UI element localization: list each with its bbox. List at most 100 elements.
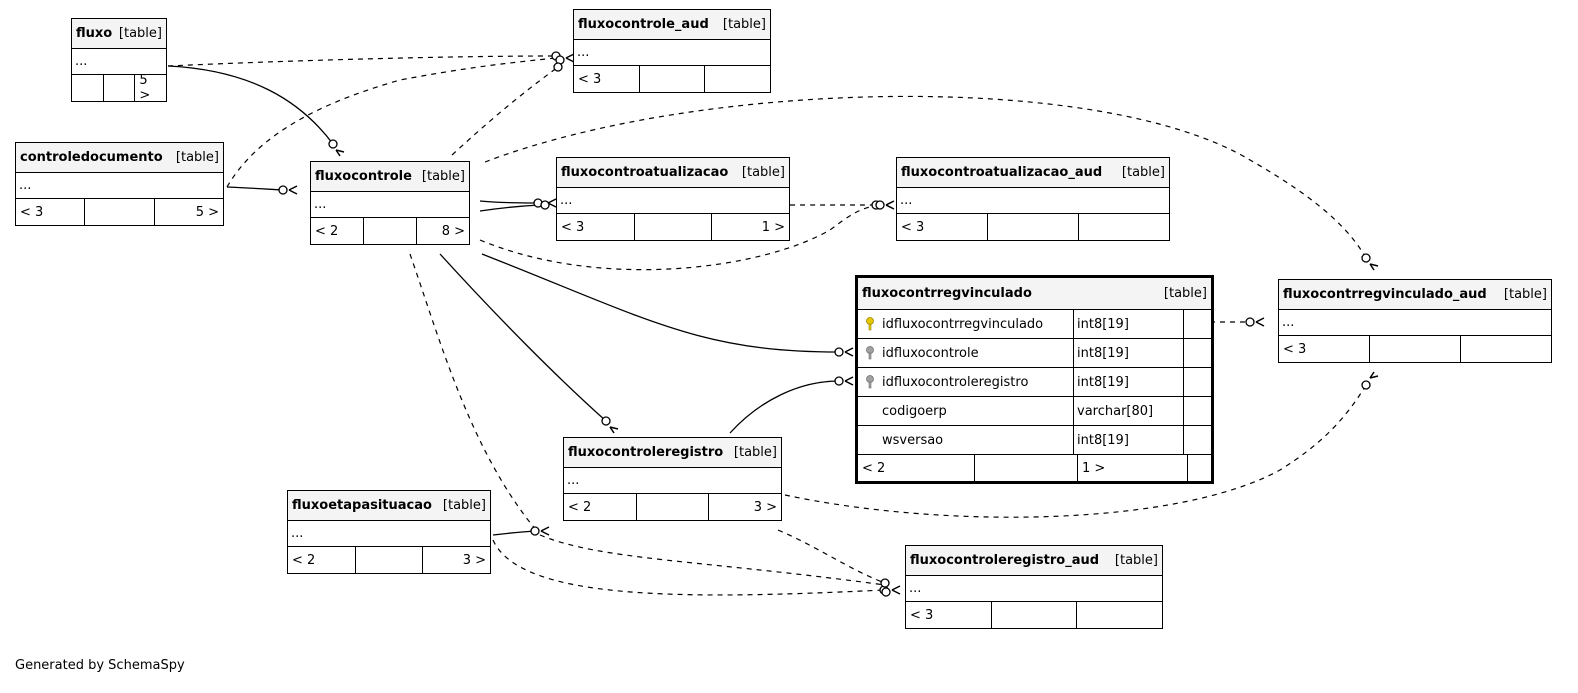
column-count [356,547,424,573]
table-name: fluxocontroatualizacao [561,165,729,180]
table-name: fluxocontrregvinculado_aud [1283,287,1487,302]
column-name: idfluxocontrole [882,345,979,361]
column-row[interactable]: idfluxocontrole int8[19] [858,339,1211,368]
edge-controledocumento-fluxocontrole [226,186,284,191]
parent-count: < 2 [858,455,975,481]
crow-foot [1255,317,1265,327]
table-fluxocontrregvinculado-aud[interactable]: fluxocontrregvinculado_aud [table] ... < … [1278,279,1552,363]
table-body: ... [16,173,223,199]
parent-count: < 2 [288,547,356,573]
table-type: [table] [1114,553,1158,568]
table-body: ... [897,188,1169,214]
column-type: int8[19] [1077,432,1129,448]
table-fluxocontrole[interactable]: fluxocontrole[table] ... < 2 8 > [310,161,470,245]
table-fluxocontroatualizacao[interactable]: fluxocontroatualizacao [table] ... < 3 1 … [556,157,790,241]
table-name: fluxoetapasituacao [292,498,432,513]
crow-foot [540,526,550,536]
parent-count: < 2 [564,494,637,520]
table-controledocumento[interactable]: controledocumento[table] ... < 3 5 > [15,142,224,226]
primary-key-icon [866,317,874,331]
column-name: wsversao [882,432,944,448]
parent-count: < 3 [16,199,86,225]
table-type: [table] [421,169,465,184]
table-name: fluxocontrole [315,169,412,184]
cardinality-circle [1361,380,1371,390]
edge-fluxo-fluxocontrole-aud [167,55,557,67]
parent-count: < 3 [574,66,640,92]
child-count: 1 > [761,219,786,235]
table-name: fluxocontrregvinculado [862,286,1032,301]
edge-fluxocontrole-fluxocontrregvinculado [481,253,840,353]
child-count: 5 > [139,73,151,103]
parent-count: < 3 [906,602,992,628]
table-body: ... [288,521,490,547]
column-count [975,455,1078,481]
column-row[interactable]: wsversao int8[19] [858,426,1211,455]
column-count [104,75,136,101]
column-count [85,199,155,225]
crow-foot [891,585,901,595]
table-fluxo[interactable]: fluxo [table] ... 5 > [71,18,167,103]
column-count [637,494,710,520]
cardinality-circle [328,139,338,149]
table-body: ... [1279,310,1551,336]
edge-fluxocontrole-fluxocontrole-aud [451,66,559,156]
column-count [635,214,713,240]
column-type: int8[19] [1077,345,1129,361]
parent-count: < 3 [557,214,635,240]
column-row[interactable]: idfluxocontroleregistro int8[19] [858,368,1211,397]
table-fluxocontrole-aud[interactable]: fluxocontrole_aud[table] ... < 3 [573,9,771,93]
crow-foot [335,149,345,157]
table-type: [table] [1503,287,1547,302]
foreign-key-icon [866,375,874,389]
table-fluxocontroleregistro-aud[interactable]: fluxocontroleregistro_aud[table] ... < 3 [905,545,1163,629]
column-count [988,214,1079,240]
cardinality-circle [278,185,288,195]
table-type: [table] [175,150,219,165]
table-body: ... [574,40,770,66]
table-type: [table] [118,26,162,41]
table-fluxoetapasituacao[interactable]: fluxoetapasituacao[table] ... < 2 3 > [287,490,491,574]
crow-foot [1369,371,1379,379]
child-count: 8 > [441,223,465,239]
column-row[interactable]: codigoerp varchar[80] [858,397,1211,426]
table-fluxocontrregvinculado[interactable]: fluxocontrregvinculado[table] idfluxocon… [855,275,1214,484]
edge-fluxocontroleregistro-fluxocontrregvinculado-aud [784,384,1367,518]
cardinality-circle [880,578,890,588]
table-fluxocontroatualizacao-aud[interactable]: fluxocontroatualizacao_aud[table] ... < … [896,157,1170,241]
table-type: [table] [442,498,486,513]
cardinality-circle [875,200,885,210]
column-name: idfluxocontrregvinculado [882,316,1044,332]
crow-foot [288,185,298,195]
crow-foot [609,426,619,434]
table-footer: < 3 1 > [557,214,789,240]
cardinality-circle [1245,317,1255,327]
table-footer: < 3 [906,602,1162,628]
crow-foot [844,376,854,386]
generated-by-note: Generated by SchemaSpy [15,658,185,673]
table-type: [table] [733,445,777,460]
table-type: [table] [741,165,785,180]
crow-foot [547,198,557,208]
child-count: 1 > [1078,455,1188,481]
edge-fluxo-fluxocontrole [167,65,334,145]
parent-count: < 3 [1279,336,1370,362]
edge-fluxocontroleregistro-aud [777,529,886,584]
table-name: fluxo [76,26,113,41]
column-row[interactable]: idfluxocontrregvinculado int8[19] [858,310,1211,339]
cardinality-circle [601,416,611,426]
table-footer: < 3 [574,66,770,92]
parent-count: < 3 [897,214,988,240]
table-body: ... [557,188,789,214]
table-fluxocontroleregistro[interactable]: fluxocontroleregistro[table] ... < 2 3 > [563,437,782,521]
edge-fluxocontrole-fluxoetapasituacao [409,253,537,531]
table-body: ... [72,49,166,75]
table-body: ... [906,576,1162,602]
cardinality-circle [881,587,891,597]
child-count: 3 > [753,499,778,515]
crow-foot [1369,263,1379,271]
column-type: int8[19] [1077,316,1129,332]
foreign-key-icon [866,346,874,360]
column-count [992,602,1078,628]
child-count [1461,336,1551,362]
